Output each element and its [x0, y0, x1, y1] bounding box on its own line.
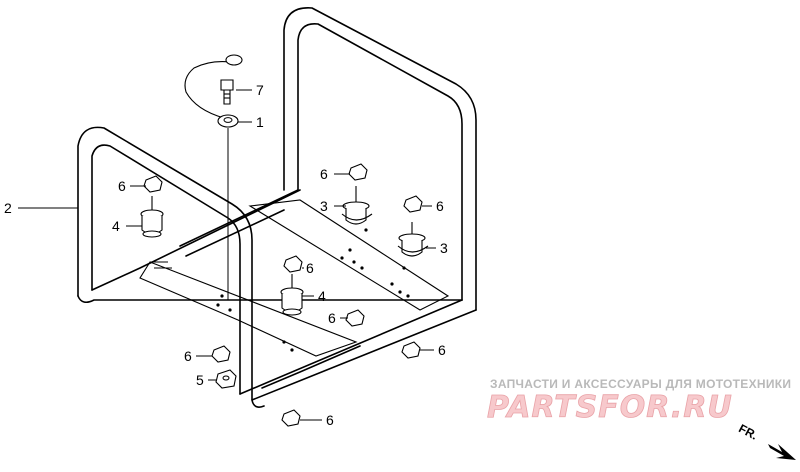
callout-labels: 2 7 1 6 4 6 3 6 3 6 4 6 6 6 5 6	[4, 82, 448, 428]
watermark-brand: PARTSFOR.RU	[487, 390, 733, 425]
front-direction-label: FR.	[736, 421, 760, 442]
callout-7: 7	[256, 82, 264, 98]
ground-wire	[184, 54, 243, 128]
callout-4-a: 4	[112, 218, 120, 234]
callout-6-g: 6	[438, 342, 446, 358]
callout-5: 5	[196, 372, 204, 388]
rubber-mount-3	[341, 186, 429, 257]
callout-6-f: 6	[184, 348, 192, 364]
leader-lines	[18, 89, 436, 421]
callout-3-a: 3	[320, 198, 328, 214]
pipe-frame	[77, 7, 477, 408]
rubber-mount-4	[140, 196, 304, 316]
front-direction-indicator: FR.	[736, 421, 796, 460]
direction-arrow-icon	[768, 444, 796, 460]
callout-6-d: 6	[306, 260, 314, 276]
callout-6-c: 6	[436, 198, 444, 214]
callout-3-b: 3	[440, 240, 448, 256]
callout-4-b: 4	[318, 288, 326, 304]
callout-6-h: 6	[326, 412, 334, 428]
plate-holes	[216, 228, 410, 352]
callout-1: 1	[256, 114, 264, 130]
bolt-7	[220, 79, 234, 105]
callout-6-e: 6	[328, 310, 336, 326]
watermark-tagline: ЗАПЧАСТИ И АКСЕССУАРЫ ДЛЯ МОТОТЕХНИКИ	[490, 377, 791, 391]
callout-6-b: 6	[320, 166, 328, 182]
callout-6-a: 6	[118, 178, 126, 194]
callout-2: 2	[4, 200, 12, 216]
nut-5	[215, 369, 237, 389]
